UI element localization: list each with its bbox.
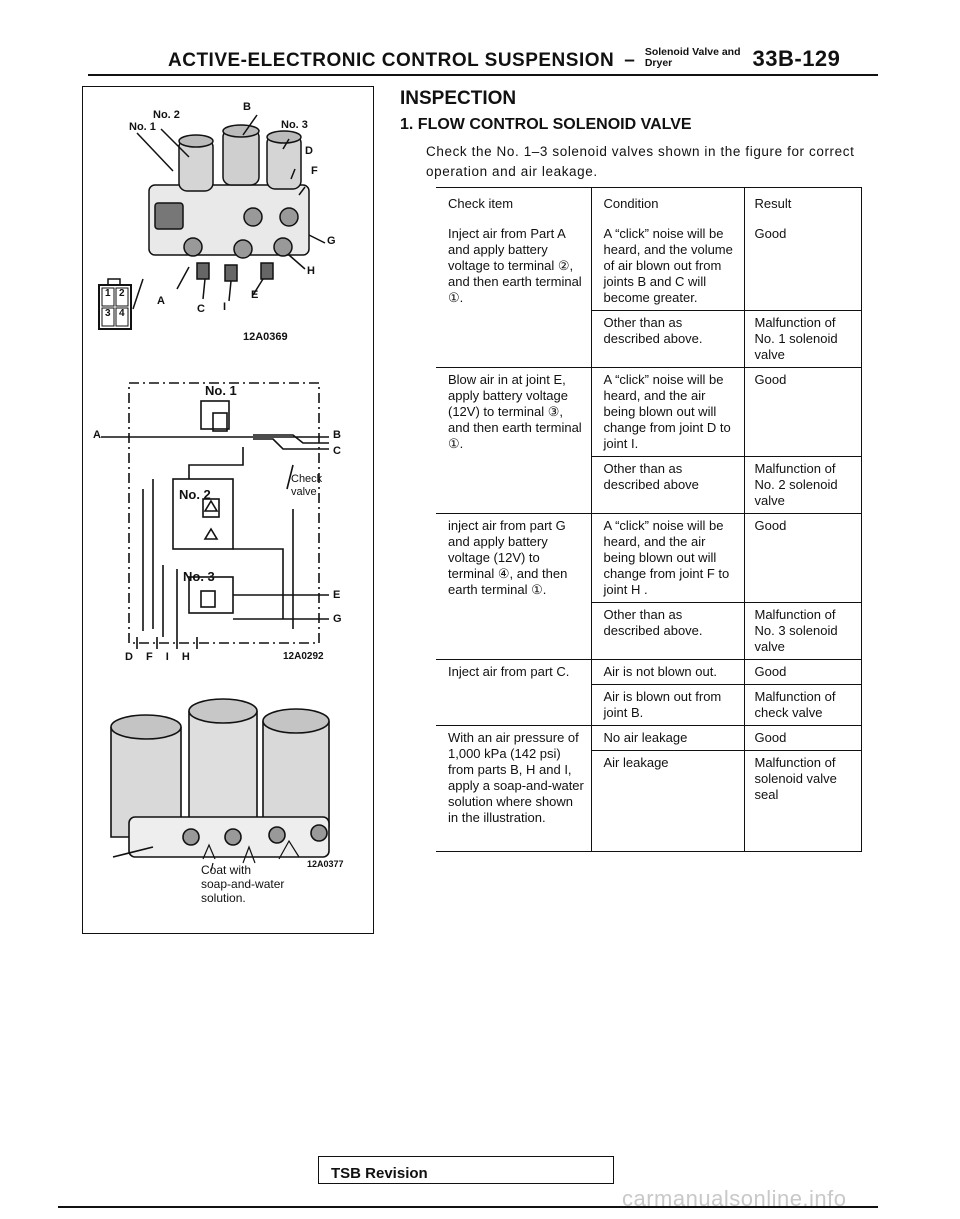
header-result: Result <box>754 196 792 211</box>
label-h: H <box>307 265 315 277</box>
label-c: C <box>197 303 205 315</box>
header-sub-line2: Dryer <box>644 57 673 69</box>
check-item-1: Inject air from Part A and apply battery… <box>448 226 582 305</box>
label-i: I <box>223 301 227 313</box>
condition-3b: Other than as described above. <box>590 602 745 660</box>
result-2a: Good <box>744 367 862 457</box>
condition-5b: Air leakage <box>590 750 745 807</box>
condition-5a: No air leakage <box>590 725 745 751</box>
table-row: With an air pressure of 1,000 kPa (142 p… <box>436 725 862 851</box>
header-dash: – <box>624 50 635 71</box>
table-row: Inject air from part C. Air is not blown… <box>436 659 862 726</box>
schematic-bottom-labels: D F I H <box>125 651 195 663</box>
intro-text: Check the No. 1–3 solenoid valves shown … <box>426 144 855 179</box>
valve-schematic-figure: No. 1 A B C No. 2 Check valve No. 3 E G … <box>93 369 365 679</box>
condition-4b: Air is blown out from joint B. <box>590 684 745 726</box>
leak-check-drawing <box>110 698 330 872</box>
page-header: ACTIVE-ELECTRONIC CONTROL SUSPENSION – S… <box>168 42 868 72</box>
label-g: G <box>327 235 336 247</box>
solenoid-assembly-figure: 1 2 3 4 No. 1 No. 2 B No. 3 D F G H A C … <box>93 99 365 343</box>
leak-caption-line1: Coat with <box>201 863 252 877</box>
leak-caption-line3: solution. <box>201 891 246 905</box>
figure2-code: 12A0292 <box>283 651 324 662</box>
section-title: INSPECTION <box>400 88 517 109</box>
schematic-no2: No. 2 <box>179 487 211 502</box>
table-row: Other than as described above. Malfuncti… <box>436 602 862 660</box>
pin-2: 2 <box>119 288 125 299</box>
header-sub-line1: Solenoid Valve and <box>644 46 741 58</box>
table-row: Other than as described above. Malfuncti… <box>436 310 862 368</box>
label-no3: No. 3 <box>281 119 308 131</box>
condition-1a: A “click” noise will be heard, and the v… <box>590 222 745 311</box>
check-item-4: Inject air from part C. <box>436 659 591 726</box>
condition-spacer <box>590 807 745 851</box>
table-row: Other than as described above Malfunctio… <box>436 456 862 514</box>
header-condition: Condition <box>590 188 745 222</box>
bottom-rule <box>58 1206 878 1208</box>
pin-1: 1 <box>105 288 111 299</box>
condition-2a: A “click” noise will be heard, and the a… <box>590 367 745 457</box>
label-e: E <box>251 289 259 301</box>
table-row: Inject air from Part A and apply battery… <box>436 222 862 311</box>
schematic-e: E <box>333 589 341 601</box>
check-item-3: inject air from part G and apply battery… <box>436 513 591 660</box>
header-rule <box>88 74 878 76</box>
result-4b: Malfunction of check valve <box>744 684 862 726</box>
tsb-revision-label: TSB Revision <box>331 1165 428 1182</box>
label-b: B <box>243 101 251 113</box>
leak-caption-line2: soap-and-water <box>201 877 285 891</box>
condition-4a: Air is not blown out. <box>590 659 745 685</box>
check-valve-line2: valve <box>291 486 317 498</box>
result-3a: Good <box>744 513 862 603</box>
result-4a: Good <box>744 659 862 685</box>
condition-3a: A “click” noise will be heard, and the a… <box>590 513 745 603</box>
watermark: carmanualsonline.info <box>622 1186 847 1211</box>
valve-schematic-drawing <box>101 382 329 649</box>
table-header-row: Check item Condition Result <box>436 188 862 222</box>
result-1a: Good <box>754 226 787 241</box>
figure1-code: 12A0369 <box>243 331 288 343</box>
tsb-revision-box: TSB Revision <box>318 1156 614 1184</box>
check-item-5: With an air pressure of 1,000 kPa (142 p… <box>436 725 591 851</box>
table-row: Air is blown out from joint B. Malfuncti… <box>436 684 862 726</box>
schematic-a: A <box>93 429 101 441</box>
page-number: 33B-129 <box>752 46 841 71</box>
check-valve-line1: Check <box>291 473 323 485</box>
pin-3: 3 <box>105 308 111 319</box>
header-subsection: Solenoid Valve and Dryer <box>645 47 741 69</box>
pin-4: 4 <box>119 308 125 319</box>
result-5b: Malfunction of solenoid valve seal <box>744 750 862 807</box>
inspection-table: Check item Condition Result Inject air f… <box>436 187 862 852</box>
schematic-no1: No. 1 <box>205 383 237 398</box>
solenoid-assembly-drawing <box>98 114 326 330</box>
schematic-no3: No. 3 <box>183 569 215 584</box>
condition-2b: Other than as described above <box>590 456 745 514</box>
condition-1b: Other than as described above. <box>590 310 745 368</box>
subsection-title: 1. FLOW CONTROL SOLENOID VALVE <box>400 116 692 133</box>
table-row: inject air from part G and apply battery… <box>436 513 862 660</box>
result-2b: Malfunction of No. 2 solenoid valve <box>744 456 862 514</box>
leak-check-figure: Coat with soap-and-water solution. 12A03… <box>93 687 365 909</box>
result-5a: Good <box>744 725 862 751</box>
figure3-code: 12A0377 <box>307 859 344 869</box>
result-spacer <box>744 807 862 851</box>
label-d: D <box>305 145 313 157</box>
result-3b: Malfunction of No. 3 solenoid valve <box>744 602 862 660</box>
header-title: ACTIVE-ELECTRONIC CONTROL SUSPENSION <box>168 50 615 71</box>
table-row: Air leakage Malfunction of solenoid valv… <box>436 750 862 807</box>
check-item-2: Blow air in at joint E, apply battery vo… <box>436 367 591 514</box>
label-a: A <box>157 295 165 307</box>
label-no2: No. 2 <box>153 109 180 121</box>
table-spacer-row <box>436 807 862 851</box>
connector-pin-diagram <box>98 278 132 330</box>
table-row: Blow air in at joint E, apply battery vo… <box>436 367 862 514</box>
label-no1: No. 1 <box>129 121 156 133</box>
label-f: F <box>311 165 318 177</box>
result-1b: Malfunction of No. 1 solenoid valve <box>744 310 862 368</box>
header-check-item: Check item <box>448 196 514 211</box>
schematic-g: G <box>333 613 342 625</box>
figure-panel: 1 2 3 4 No. 1 No. 2 B No. 3 D F G H A C … <box>82 86 374 934</box>
schematic-b: B <box>333 429 341 441</box>
schematic-c: C <box>333 445 341 457</box>
